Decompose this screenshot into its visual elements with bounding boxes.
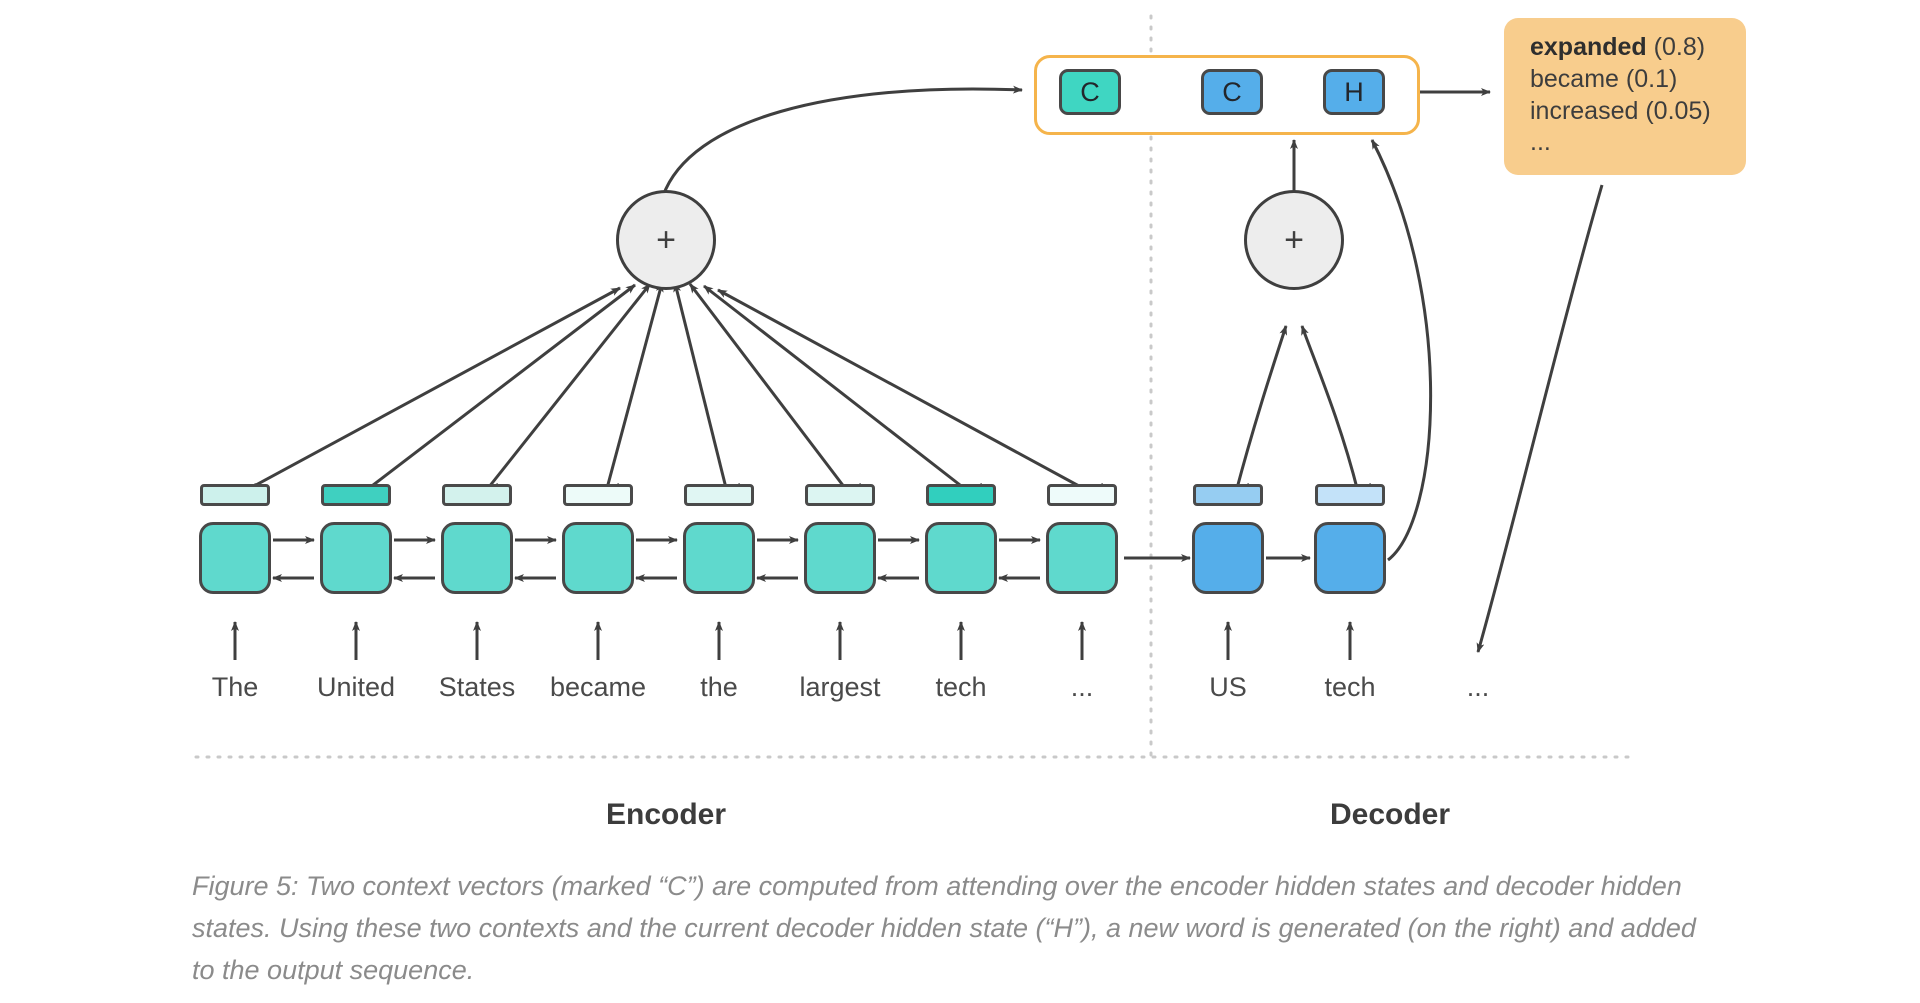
encoder-cell-6 (925, 522, 997, 594)
decoder-cell-0 (1192, 522, 1264, 594)
feedback-arrow (1476, 184, 1604, 653)
decoder-sum-symbol: + (1284, 221, 1304, 259)
decoder-section-label: Decoder (1329, 798, 1451, 831)
decoder-token-1: tech (1324, 672, 1376, 702)
decoder-attention-bar-0 (1193, 484, 1263, 506)
decoder-context-box[interactable]: C (1201, 69, 1263, 115)
decoder-hidden-label: H (1344, 76, 1364, 107)
decoder-attention-bar-1 (1315, 484, 1385, 506)
encoder-attention-arrows (242, 282, 1091, 494)
encoder-context-arrow (661, 85, 1023, 197)
encoder-cell-4 (683, 522, 755, 594)
encoder-cell-2 (441, 522, 513, 594)
encoder-cell-1 (320, 522, 392, 594)
encoder-token-6: tech (935, 672, 987, 702)
decoder-sum-node: + (1244, 190, 1344, 290)
context-vector-group: C C H (1034, 55, 1420, 135)
prediction-line: increased (0.05) (1530, 96, 1724, 128)
encoder-context-box[interactable]: C (1059, 69, 1121, 115)
encoder-attention-bar-7 (1047, 484, 1117, 506)
encoder-attention-bar-4 (684, 484, 754, 506)
prediction-line: became (0.1) (1530, 64, 1724, 96)
prediction-prob: (0.05) (1645, 96, 1711, 125)
encoder-attention-bar-1 (321, 484, 391, 506)
prediction-line: ... (1530, 127, 1724, 159)
encoder-attention-bar-0 (200, 484, 270, 506)
encoder-token-4: the (700, 672, 738, 702)
prediction-word: expanded (1530, 33, 1647, 61)
decoder-hidden-box[interactable]: H (1323, 69, 1385, 115)
encoder-cell-3 (562, 522, 634, 594)
decoder-token-2: ... (1466, 672, 1490, 702)
encoder-context-label: C (1080, 76, 1100, 107)
encoder-section-label: Encoder (605, 798, 727, 831)
decoder-input-arrows (1224, 621, 1354, 660)
encoder-token-0: The (211, 672, 259, 702)
figure-caption: Figure 5: Two context vectors (marked “C… (192, 871, 1696, 985)
encoder-cell-5 (804, 522, 876, 594)
encoder-token-7: ... (1070, 672, 1094, 702)
encoder-attention-bar-6 (926, 484, 996, 506)
prediction-prob: (0.8) (1653, 33, 1706, 61)
decoder-token-0: US (1209, 672, 1247, 702)
encoder-token-2: States (438, 672, 516, 702)
encoder-token-1: United (316, 672, 396, 702)
encoder-sum-node: + (616, 190, 716, 290)
prediction-word: became (1530, 64, 1619, 93)
encoder-token-5: largest (799, 672, 881, 702)
encoder-cell-7 (1046, 522, 1118, 594)
decoder-context-label: C (1222, 76, 1242, 107)
prediction-card: expanded (0.8) became (0.1) increased (0… (1504, 18, 1746, 175)
decoder-hidden-arrow (1370, 139, 1433, 562)
encoder-attention-bar-2 (442, 484, 512, 506)
decoder-cell-1 (1314, 522, 1386, 594)
encoder-attention-bar-3 (563, 484, 633, 506)
prediction-word: ... (1530, 128, 1551, 157)
prediction-word: increased (1530, 96, 1639, 125)
encoder-cell-0 (199, 522, 271, 594)
encoder-token-3: became (549, 672, 647, 702)
prediction-line: expanded (0.8) (1530, 32, 1724, 64)
decoder-attention-arrows (1234, 325, 1360, 493)
encoder-input-arrows (231, 621, 1086, 660)
prediction-prob: (0.1) (1625, 64, 1678, 93)
encoder-sum-symbol: + (656, 221, 676, 259)
encoder-attention-bar-5 (805, 484, 875, 506)
